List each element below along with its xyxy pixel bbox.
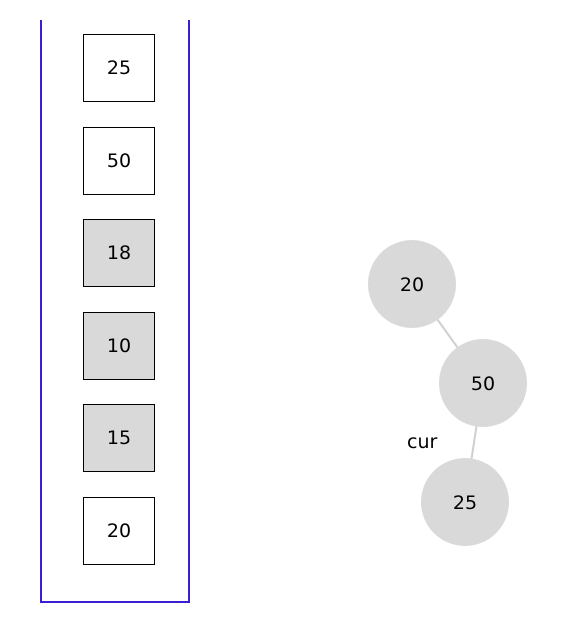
stack-cell-highlighted: 15 [83,404,155,472]
stack-container [40,20,190,603]
tree-node [421,458,509,546]
stack-cell-highlighted: 18 [83,219,155,287]
stack-cell: 20 [83,497,155,565]
cur-pointer-label: cur [407,431,438,453]
tree-node-label: 25 [453,492,477,514]
stack-cell-highlighted: 10 [83,312,155,380]
tree-node [368,240,456,328]
tree-node-label: 20 [400,274,424,296]
tree-node-label: 50 [471,373,495,395]
stack-cell: 50 [83,127,155,195]
stack-cell: 25 [83,34,155,102]
tree-node [439,339,527,427]
